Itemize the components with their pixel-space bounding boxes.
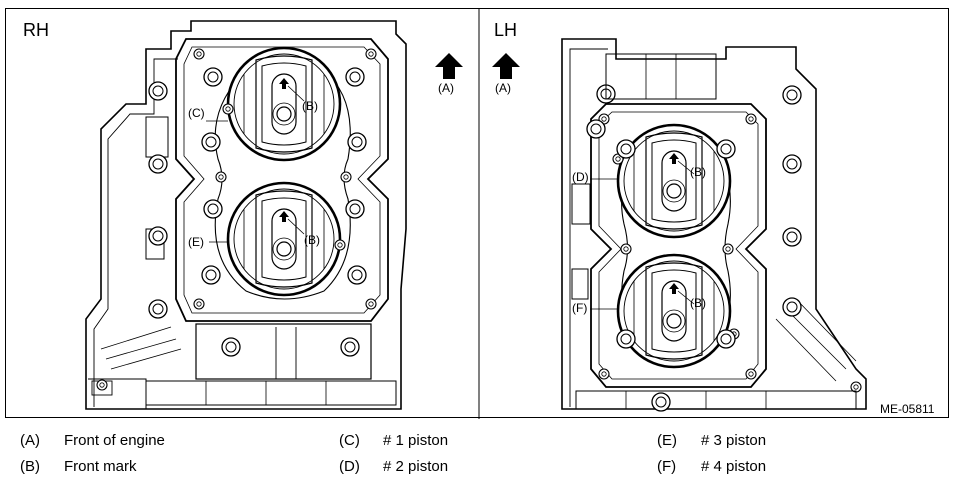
lh-engine-block bbox=[561, 38, 867, 412]
legend: (A) Front of engine (B) Front mark (C) # 1 … bbox=[0, 432, 958, 484]
legend-item: (E) # 3 piston bbox=[657, 432, 766, 449]
legend-item: (D) # 2 piston bbox=[339, 458, 448, 475]
callout-b: (B) bbox=[304, 233, 320, 247]
figure-id: ME-05811 bbox=[880, 402, 935, 416]
legend-text: # 3 piston bbox=[701, 432, 767, 449]
legend-item: (C) # 1 piston bbox=[339, 432, 448, 449]
callout-f: (F) bbox=[572, 301, 587, 315]
callout-b: (B) bbox=[690, 165, 706, 179]
rh-engine-block bbox=[85, 20, 407, 410]
legend-text: Front of engine bbox=[64, 432, 165, 449]
legend-item: (F) # 4 piston bbox=[657, 458, 766, 475]
callout-b: (B) bbox=[302, 99, 318, 113]
legend-key: (F) bbox=[657, 458, 677, 475]
legend-key: (A) bbox=[20, 432, 40, 449]
legend-text: # 1 piston bbox=[383, 432, 449, 449]
legend-key: (C) bbox=[339, 432, 360, 449]
legend-text: # 4 piston bbox=[701, 458, 767, 475]
legend-key: (B) bbox=[20, 458, 40, 475]
legend-text: # 2 piston bbox=[383, 458, 449, 475]
callout-b: (B) bbox=[690, 296, 706, 310]
arrow-label-right: (A) bbox=[495, 81, 511, 95]
engine-block-drawing: RH LH (A) (A) (C) (B) (E) (B) (D) (B) (F… bbox=[23, 9, 935, 419]
callout-c: (C) bbox=[188, 106, 205, 120]
legend-key: (E) bbox=[657, 432, 677, 449]
rh-title: RH bbox=[23, 20, 49, 40]
legend-item: (A) Front of engine bbox=[20, 432, 165, 449]
legend-text: Front mark bbox=[64, 458, 137, 475]
legend-key: (D) bbox=[339, 458, 360, 475]
arrow-label-left: (A) bbox=[438, 81, 454, 95]
legend-item: (B) Front mark bbox=[20, 458, 137, 475]
front-arrow-icon bbox=[435, 53, 463, 79]
callout-d: (D) bbox=[572, 170, 589, 184]
front-arrow-icon bbox=[492, 53, 520, 79]
callout-e: (E) bbox=[188, 235, 204, 249]
lh-title: LH bbox=[494, 20, 517, 40]
engine-block-figure: RH LH (A) (A) (C) (B) (E) (B) (D) (B) (F… bbox=[5, 8, 949, 419]
